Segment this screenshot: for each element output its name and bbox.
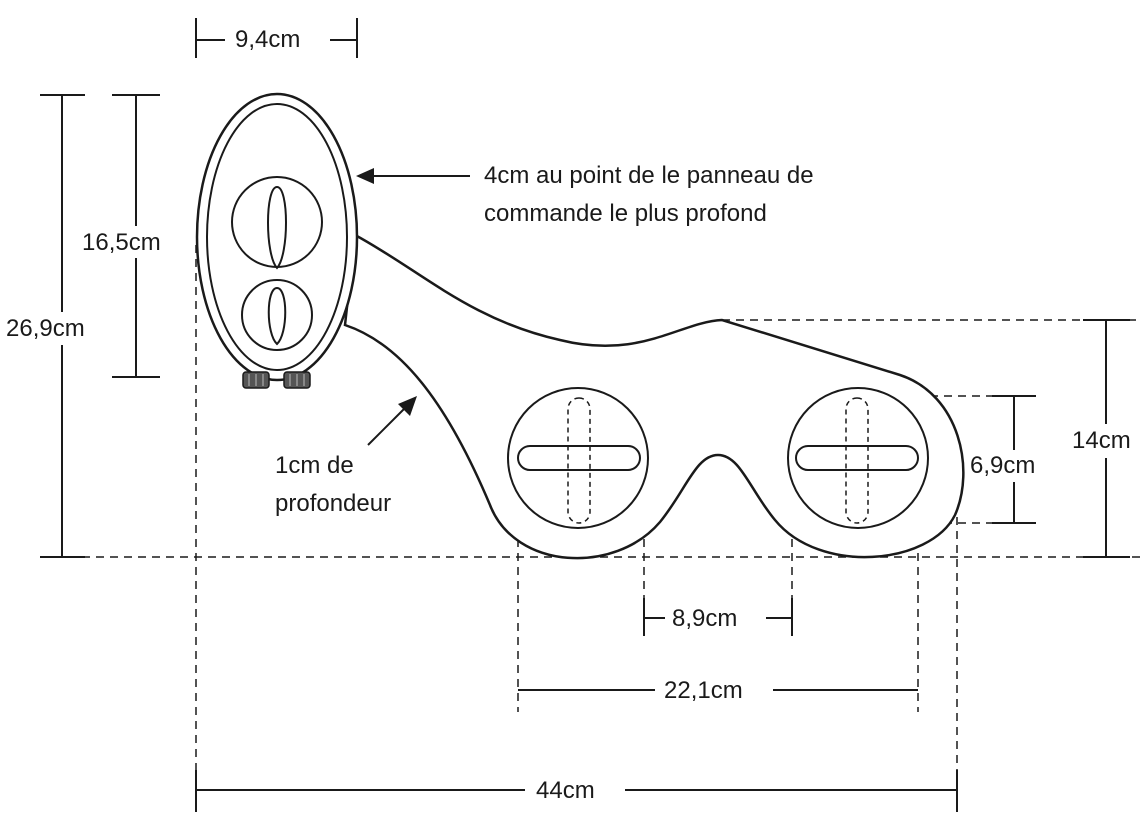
dim-label-total-height: 26,9cm — [2, 315, 89, 343]
dim-label-top-width: 9,4cm — [235, 26, 301, 53]
dim-body-height — [1083, 319, 1130, 558]
dim-top-width — [195, 18, 358, 58]
dim-label-total-width: 44cm — [536, 777, 595, 804]
body-depth-arrow — [367, 396, 417, 446]
panel-depth-arrow — [356, 168, 470, 184]
control-panel — [195, 92, 359, 389]
dim-label-knob-span: 22,1cm — [664, 677, 743, 704]
dim-label-knob-gap: 8,9cm — [672, 605, 738, 632]
panel-depth-note-line1: 4cm au point de le panneau de — [484, 162, 814, 189]
right-knob — [787, 387, 929, 529]
dim-panel-height — [112, 94, 160, 378]
dim-total-width — [195, 770, 958, 812]
body-depth-note-line2: profondeur — [275, 490, 392, 517]
dim-label-knob-height: 6,9cm — [966, 452, 1040, 480]
left-knob — [507, 387, 649, 529]
dim-label-panel-height: 16,5cm — [78, 229, 165, 257]
dim-label-body-height: 14cm — [1068, 427, 1135, 455]
panel-depth-note-line2: commande le plus profond — [484, 200, 767, 227]
bidet-body-outline — [343, 233, 965, 560]
dim-knob-height — [992, 395, 1036, 524]
body-depth-note-line1: 1cm de — [275, 452, 354, 479]
dim-knob-gap — [643, 598, 793, 636]
dim-total-height — [40, 94, 85, 558]
